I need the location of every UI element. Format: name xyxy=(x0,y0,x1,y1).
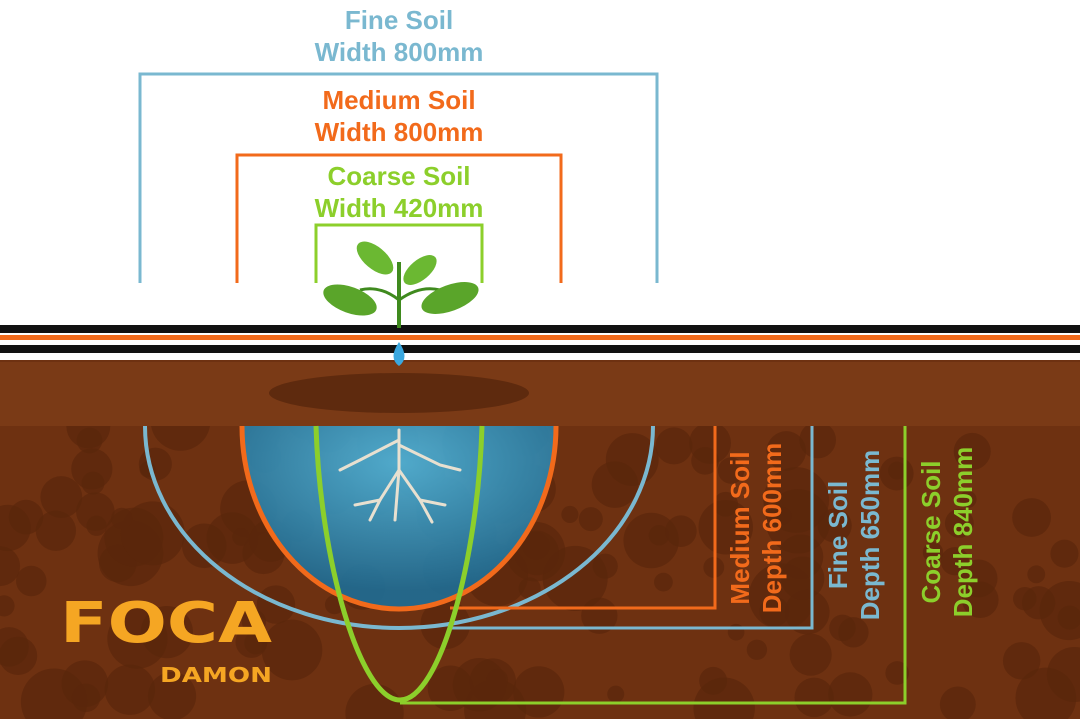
pebble xyxy=(648,525,670,546)
medium-width-bracket xyxy=(235,153,563,283)
pebble xyxy=(727,623,745,641)
water-drop-icon xyxy=(393,342,405,366)
coarse-width-title: Coarse Soil xyxy=(327,161,470,191)
pebble xyxy=(828,672,873,717)
coarse-width-bracket xyxy=(314,223,484,283)
medium-depth-bracket xyxy=(450,426,717,610)
pebble xyxy=(665,515,697,547)
pebble xyxy=(1013,586,1037,611)
coarse-depth-title: Coarse Soil xyxy=(916,460,946,603)
pebble xyxy=(691,446,719,475)
pebble xyxy=(81,471,105,495)
pebble xyxy=(0,636,38,675)
pebble xyxy=(261,619,323,681)
pebble xyxy=(561,505,579,524)
pebble xyxy=(940,547,969,576)
medium-depth-title: Medium Soil xyxy=(725,451,755,604)
pebble xyxy=(1050,539,1079,568)
medium-width-title: Medium Soil xyxy=(322,85,475,115)
drip-pipe xyxy=(0,325,1080,333)
pebble xyxy=(40,476,83,518)
pebble xyxy=(607,685,625,703)
roots xyxy=(338,428,462,524)
pebble xyxy=(232,528,250,546)
pebble xyxy=(766,431,807,471)
pebble xyxy=(16,565,47,597)
pebble xyxy=(698,499,753,555)
fine-width-value: Width 800mm xyxy=(315,37,484,67)
pebble xyxy=(147,671,197,719)
pebble xyxy=(120,501,185,566)
pebble xyxy=(717,457,745,484)
pebble xyxy=(1002,642,1041,680)
fine-width-title: Fine Soil xyxy=(345,5,453,35)
pebble xyxy=(829,614,856,642)
pebble xyxy=(944,508,974,538)
soil-topsoil xyxy=(0,362,1080,426)
pebble xyxy=(486,668,509,691)
pebble xyxy=(885,661,909,685)
soil-basin xyxy=(269,373,529,413)
pebble xyxy=(76,427,103,454)
pebble xyxy=(235,626,268,658)
logo-sub: DAMON xyxy=(160,663,272,687)
drip-pipe-stripe xyxy=(0,335,1080,340)
pebble xyxy=(0,595,15,617)
pebble xyxy=(104,664,156,715)
pebble xyxy=(35,510,77,551)
coarse-depth-bracket xyxy=(400,426,907,705)
pebble xyxy=(799,421,837,459)
pebble xyxy=(693,677,755,719)
pebble xyxy=(20,668,88,719)
pebble xyxy=(107,608,168,669)
pebble xyxy=(654,572,673,592)
pebble xyxy=(513,666,565,718)
pebble xyxy=(922,542,944,563)
plant-icon xyxy=(323,241,479,328)
pebble xyxy=(345,684,404,719)
pebble xyxy=(514,530,560,576)
pebble xyxy=(765,489,831,554)
fine-depth-title: Fine Soil xyxy=(823,481,853,589)
medium-width-value: Width 800mm xyxy=(315,117,484,147)
fine-depth-value: Depth 650mm xyxy=(855,450,885,621)
pebble xyxy=(1057,605,1080,630)
fine-wetting-curve xyxy=(143,425,655,630)
pebble xyxy=(578,507,603,532)
pebble xyxy=(138,447,172,481)
pebble xyxy=(0,546,21,587)
foca-damon-logo: FOCA DAMON xyxy=(60,591,273,687)
medium-depth-value: Depth 600mm xyxy=(757,443,787,614)
pebble xyxy=(1012,498,1051,537)
pebble xyxy=(939,686,976,719)
drip-pipe-lower xyxy=(0,345,1080,353)
medium-wetting-curve xyxy=(239,425,559,612)
logo-brand: FOCA xyxy=(60,591,273,656)
pebble xyxy=(780,556,825,600)
pebble xyxy=(959,490,977,508)
pebble xyxy=(794,677,834,718)
coarse-width-value: Width 420mm xyxy=(315,193,484,223)
pebble xyxy=(1046,646,1080,703)
pebble xyxy=(86,515,107,536)
pebble xyxy=(746,639,768,660)
pebble xyxy=(542,545,608,611)
pebble xyxy=(111,507,133,530)
pebble xyxy=(1027,565,1046,584)
pebble xyxy=(0,504,31,552)
fine-width-bracket xyxy=(138,72,659,283)
pebble xyxy=(71,683,101,713)
coarse-depth-value: Depth 840mm xyxy=(948,447,978,618)
pebble xyxy=(789,633,832,676)
coarse-wetting-curve xyxy=(313,425,485,703)
pebble xyxy=(774,507,792,525)
fine-depth-bracket xyxy=(450,426,814,630)
pebble xyxy=(962,581,999,619)
pebble xyxy=(655,427,693,465)
pebble xyxy=(427,665,474,712)
pebble xyxy=(953,432,991,470)
pebble xyxy=(591,461,639,508)
